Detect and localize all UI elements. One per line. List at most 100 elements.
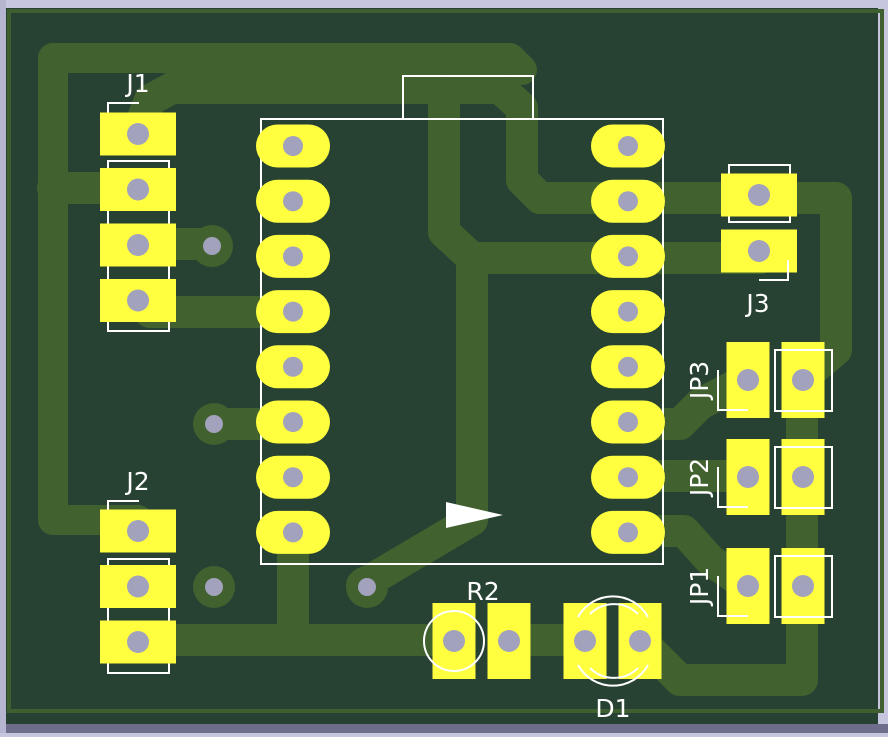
- drill-hole: [127, 234, 149, 256]
- pad[interactable]: [781, 439, 825, 515]
- drill-hole: [618, 246, 638, 267]
- connector-j3[interactable]: J3: [721, 164, 797, 318]
- drill-hole: [748, 184, 770, 206]
- via: [346, 566, 388, 608]
- ic-u1[interactable]: [256, 75, 665, 565]
- pad[interactable]: [100, 509, 176, 553]
- ref-label-jp3: JP3: [685, 361, 714, 401]
- pad[interactable]: [100, 112, 176, 156]
- drill-hole: [127, 123, 149, 145]
- pad[interactable]: [256, 455, 330, 499]
- drill-hole: [792, 369, 814, 391]
- drill-hole: [629, 630, 651, 652]
- trace: [38, 43, 537, 85]
- drill-hole: [737, 466, 759, 488]
- drill-hole: [283, 356, 303, 377]
- drill-hole: [127, 178, 149, 201]
- silk-outline: [107, 558, 170, 674]
- ref-label-jp1: JP1: [685, 567, 714, 607]
- resistor-r2[interactable]: R2: [423, 577, 531, 679]
- connector-j2[interactable]: J2: [100, 467, 176, 674]
- pad[interactable]: [256, 234, 330, 278]
- silk-outline: [774, 555, 833, 618]
- trace: [396, 72, 644, 274]
- silk-arc: [589, 667, 639, 679]
- drill-hole: [127, 631, 149, 653]
- drill-hole: [737, 369, 759, 391]
- trace: [122, 72, 644, 214]
- drill-hole: [283, 467, 303, 488]
- drill-hole: [792, 575, 814, 597]
- pad[interactable]: [487, 603, 531, 679]
- pad[interactable]: [591, 510, 665, 554]
- pad[interactable]: [563, 603, 607, 679]
- pad[interactable]: [781, 548, 825, 624]
- drill-hole: [618, 136, 638, 156]
- silk-pin1-marker: [717, 576, 748, 617]
- jumper-jp3[interactable]: JP3: [685, 342, 833, 418]
- drill-hole: [283, 191, 303, 212]
- pad[interactable]: [721, 173, 797, 217]
- pad[interactable]: [256, 510, 330, 554]
- drill-hole: [283, 246, 303, 267]
- pad[interactable]: [100, 565, 176, 608]
- drill-hole: [127, 289, 149, 312]
- pad[interactable]: [100, 620, 176, 664]
- drill-hole: [618, 301, 638, 322]
- ref-label-j2: J2: [124, 467, 149, 496]
- pad[interactable]: [591, 290, 665, 334]
- drill-hole: [618, 191, 638, 212]
- jumper-jp1[interactable]: JP1: [685, 548, 833, 624]
- viewer-edge-left: [0, 0, 6, 733]
- led-d1[interactable]: D1: [563, 595, 662, 723]
- pin1-arrow-icon: [446, 502, 503, 528]
- pad[interactable]: [618, 603, 662, 679]
- pad[interactable]: [256, 179, 330, 223]
- silk-circle: [423, 610, 485, 672]
- pad[interactable]: [256, 345, 330, 389]
- silk-outline: [774, 349, 833, 412]
- ref-label-j1: J1: [124, 69, 149, 98]
- silk-arc: [589, 603, 639, 615]
- drill-hole: [127, 520, 149, 542]
- jumper-jp2[interactable]: JP2: [685, 439, 833, 515]
- pad[interactable]: [726, 342, 770, 418]
- viewer-background-bottom: [0, 724, 888, 733]
- pad[interactable]: [100, 223, 176, 267]
- pad[interactable]: [256, 290, 330, 334]
- drill-hole: [443, 630, 465, 652]
- pad[interactable]: [591, 234, 665, 278]
- drill-hole: [127, 575, 149, 598]
- ic-pads-left: [256, 124, 330, 554]
- drill-hole: [618, 467, 638, 488]
- silk-pin1-marker: [717, 370, 748, 411]
- ref-label-jp2: JP2: [685, 458, 714, 498]
- via: [193, 403, 235, 445]
- board-outline: [7, 9, 884, 713]
- pad[interactable]: [591, 124, 665, 168]
- pad[interactable]: [256, 400, 330, 444]
- via: [193, 566, 235, 608]
- ic-notch: [402, 75, 534, 119]
- pad[interactable]: [591, 400, 665, 444]
- pad[interactable]: [591, 179, 665, 223]
- silk-pin1-marker: [759, 260, 789, 281]
- silk-arc: [577, 595, 649, 618]
- connector-j1[interactable]: J1: [100, 69, 176, 332]
- pad[interactable]: [256, 124, 330, 168]
- pad[interactable]: [781, 342, 825, 418]
- drill-hole: [792, 466, 814, 488]
- pad[interactable]: [726, 548, 770, 624]
- via: [191, 225, 233, 267]
- drill-hole: [498, 630, 520, 652]
- pad[interactable]: [721, 229, 797, 273]
- ic-outline: [260, 118, 664, 565]
- pad[interactable]: [100, 168, 176, 211]
- pad[interactable]: [591, 345, 665, 389]
- pad[interactable]: [591, 455, 665, 499]
- silk-outline: [774, 446, 833, 509]
- pad[interactable]: [100, 279, 176, 322]
- drill-hole: [283, 412, 303, 432]
- pad[interactable]: [726, 439, 770, 515]
